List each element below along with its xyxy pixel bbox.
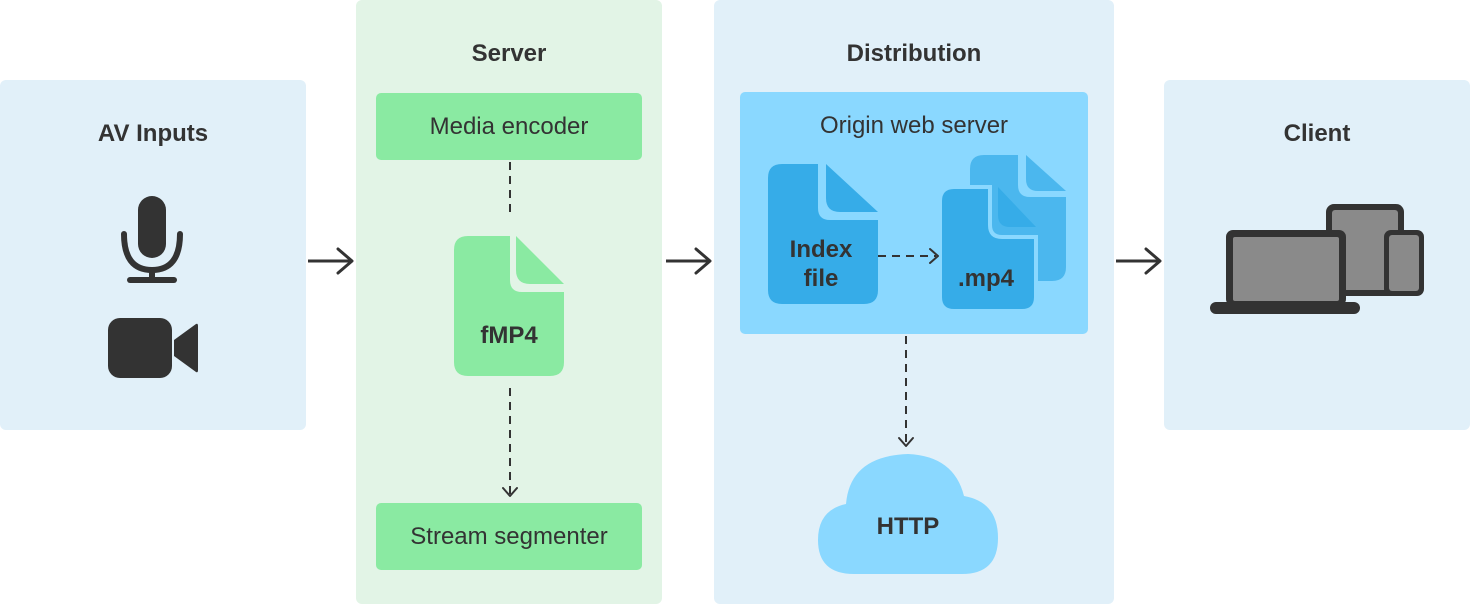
microphone-icon (121, 196, 183, 283)
stream-segmenter-box: Stream segmenter (376, 503, 642, 570)
dashed-connector-encoder-to-file (509, 162, 511, 218)
fmp4-label: fMP4 (480, 322, 538, 349)
laptop-icon (1210, 230, 1360, 314)
av-inputs-title: AV Inputs (97, 120, 209, 147)
client-devices (1210, 204, 1424, 314)
index-file-label: Index file (768, 235, 874, 293)
mp4-label: .mp4 (957, 265, 1014, 292)
mp4-files-icon (938, 155, 1066, 313)
fmp4-file-icon (454, 236, 564, 376)
origin-web-server-label: Origin web server (819, 112, 1009, 139)
arrow-av-to-server (308, 247, 354, 275)
client-title: Client (1283, 120, 1351, 147)
index-file-label-line1: Index (789, 236, 853, 263)
phone-icon (1384, 230, 1424, 296)
arrow-server-to-distribution (666, 247, 712, 275)
arrow-distribution-to-client (1116, 247, 1162, 275)
server-title: Server (471, 40, 547, 67)
dashed-arrow-index-to-mp4 (878, 248, 939, 264)
dashed-arrow-origin-to-http (898, 336, 914, 447)
video-camera-icon (108, 318, 198, 378)
http-cloud-icon (818, 454, 998, 574)
http-label: HTTP (876, 513, 940, 540)
index-file-label-line2: file (803, 265, 839, 292)
index-file-icon (768, 164, 878, 304)
media-encoder-box: Media encoder (376, 93, 642, 160)
dashed-arrow-file-to-segmenter (502, 388, 518, 497)
distribution-title: Distribution (846, 40, 982, 67)
